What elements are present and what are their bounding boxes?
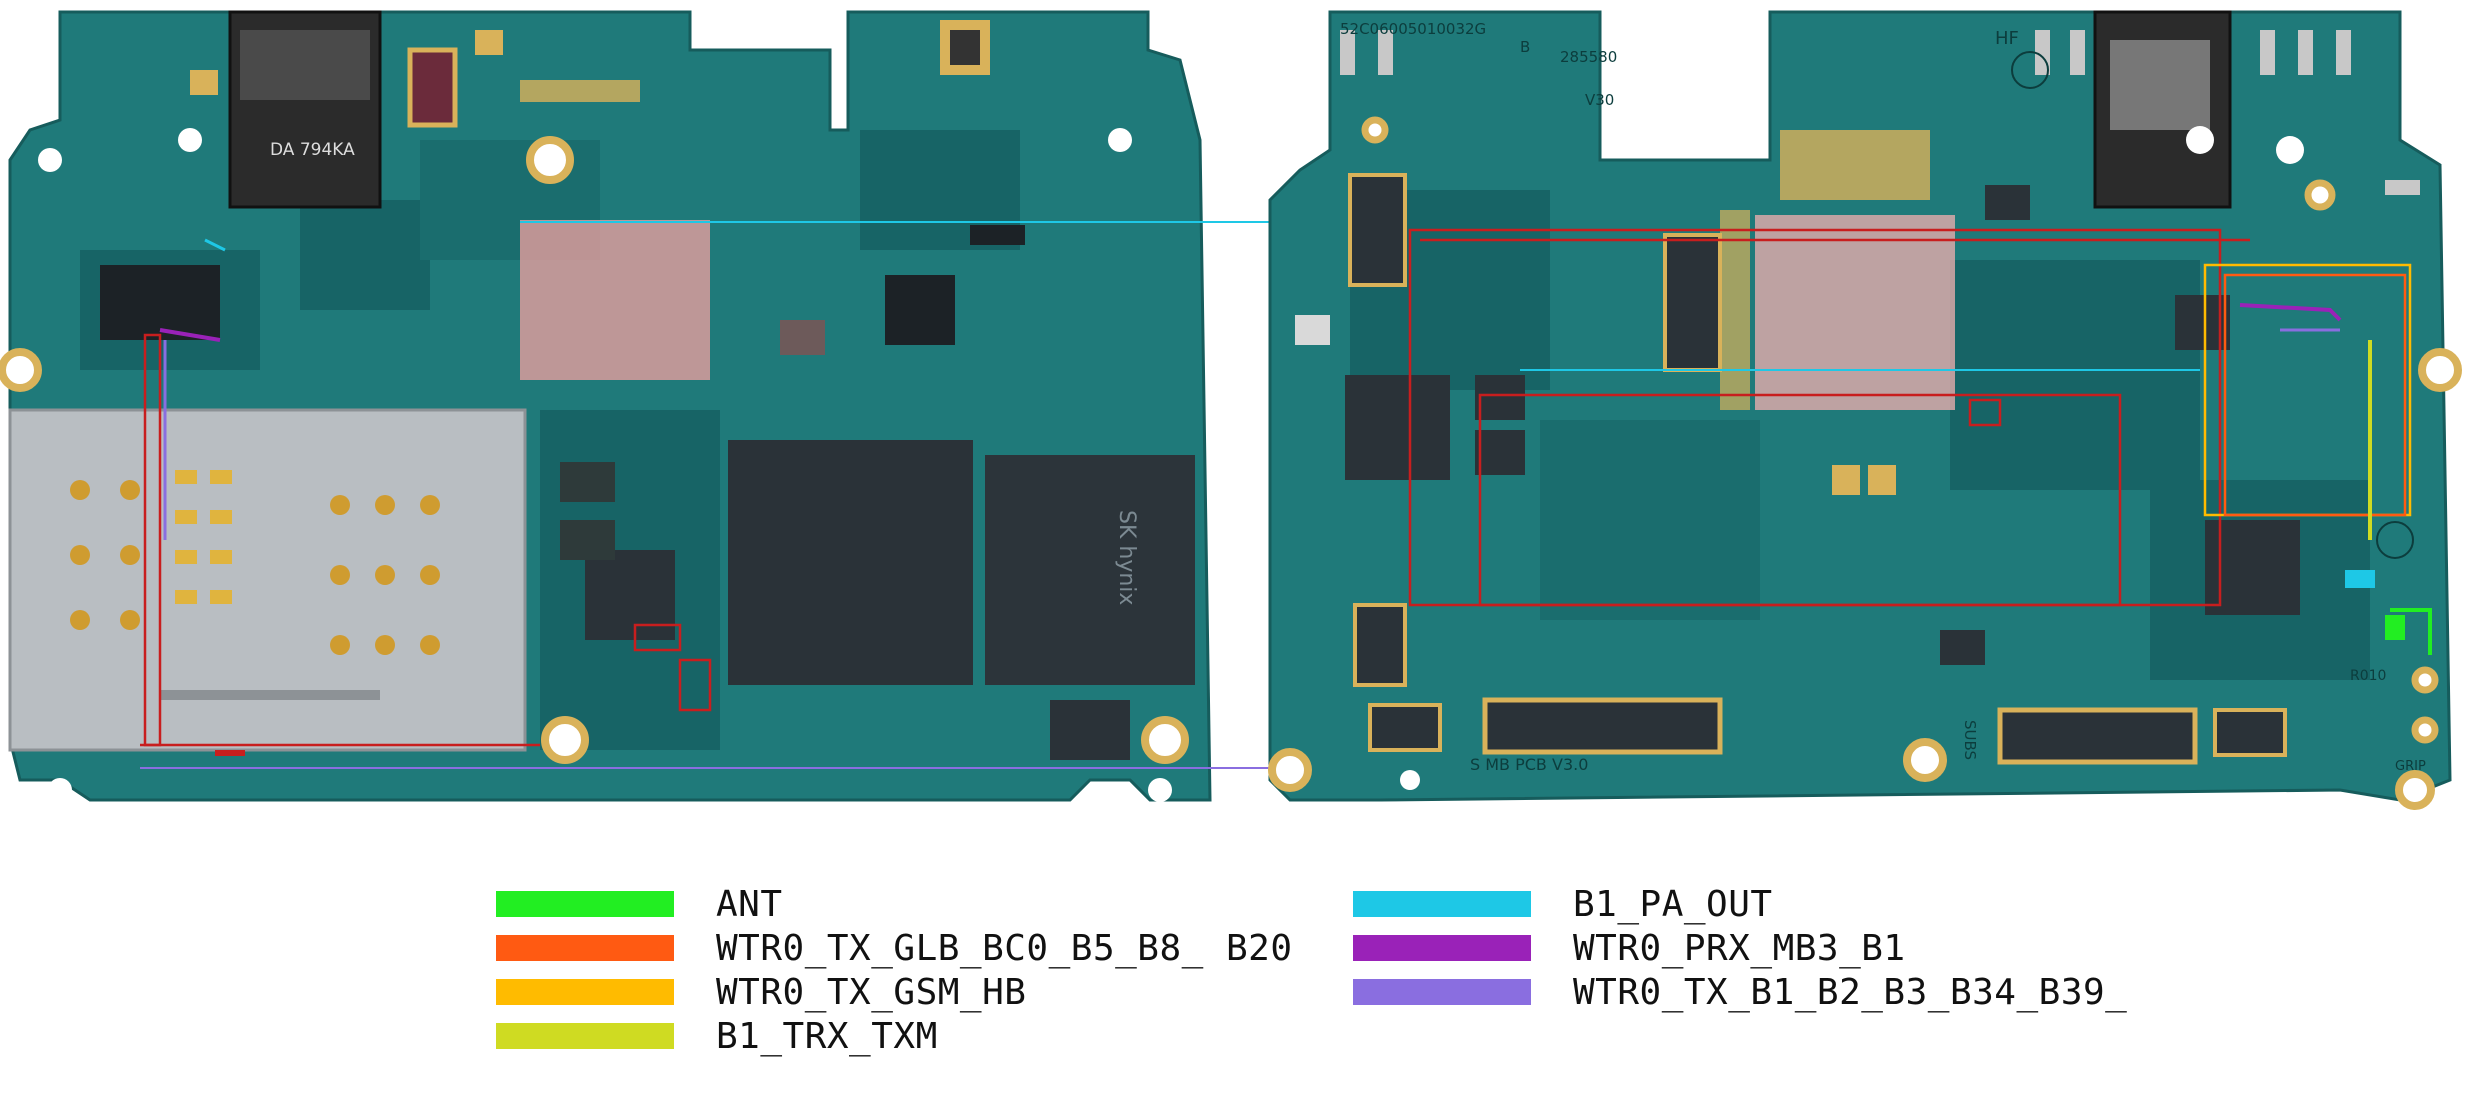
ram-chip (985, 455, 1195, 685)
legend-swatch (496, 935, 674, 961)
rev-marking: V30 (1585, 91, 1614, 109)
hf-marking: HF (1995, 28, 2019, 49)
serial-sub: 285580 (1560, 48, 1617, 66)
legend-item-b1-pa-out: B1_PA_OUT (1353, 882, 1773, 926)
connector-top (1663, 233, 1722, 372)
left-board: DA 794KA SK hynix (0, 10, 1212, 802)
pcb-diagram: DA 794KA SK hynix (0, 10, 2462, 810)
legend-item-wtr0-prx-mb3-b1: WTR0_PRX_MB3_B1 (1353, 926, 1906, 970)
pcb-marking: S MB PCB V3.0 (1470, 755, 1588, 774)
legend-item-ant: ANT (496, 882, 783, 926)
connector-bottom-right (1997, 707, 2198, 765)
soc-chip (728, 440, 973, 685)
legend-label: B1_TRX_TXM (716, 1015, 938, 1057)
legend-swatch (1353, 891, 1531, 917)
legend-swatch (496, 1023, 674, 1049)
legend-item-wtr0-tx-glb: WTR0_TX_GLB_BC0_B5_B8_ B20 (496, 926, 1293, 970)
watermark-block-left (520, 220, 710, 380)
legend-label: WTR0_TX_B1_B2_B3_B34_B39_ (1573, 971, 2128, 1013)
legend-swatch (1353, 979, 1531, 1005)
legend-label: WTR0_TX_GLB_BC0_B5_B8_ B20 (716, 927, 1293, 969)
legend-swatch (496, 891, 674, 917)
legend-label: B1_PA_OUT (1573, 883, 1773, 925)
connector-bottom-left (1482, 697, 1723, 755)
legend-item-wtr0-tx-gsm-hb: WTR0_TX_GSM_HB (496, 970, 1026, 1014)
legend-item-b1-trx-txm: B1_TRX_TXM (496, 1014, 938, 1058)
watermark-block-right (1755, 215, 1955, 410)
jack-label: DA 794KA (270, 140, 355, 160)
legend-label: WTR0_TX_GSM_HB (716, 971, 1027, 1013)
legend-item-wtr0-tx-b1-b2: WTR0_TX_B1_B2_B3_B34_B39_ (1353, 970, 2127, 1014)
legend-swatch (496, 979, 674, 1005)
right-board: 52C06005010032G B 285580 V30 HF S MB PCB… (1268, 10, 2462, 810)
r010-marking: R010 (2350, 668, 2386, 684)
ram-label: SK hynix (1114, 510, 1139, 605)
legend-label: WTR0_PRX_MB3_B1 (1573, 927, 1906, 969)
grip-marking: GRIP (2395, 759, 2426, 774)
serial-letter: B (1520, 38, 1530, 56)
subs-marking: SUBS (1961, 720, 1979, 760)
legend-label: ANT (716, 883, 783, 925)
pmic-chip (1345, 375, 1450, 480)
legend-swatch (1353, 935, 1531, 961)
serial-marking: 52C06005010032G (1340, 20, 1486, 38)
